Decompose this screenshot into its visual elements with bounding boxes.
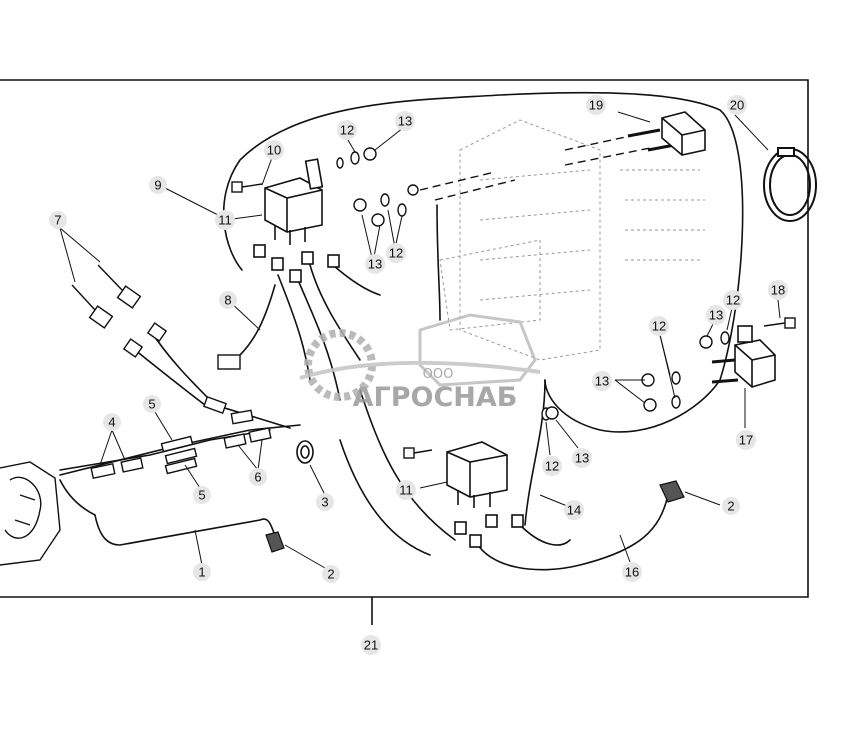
callout-18: 18 bbox=[768, 280, 788, 300]
callout-1: 1 bbox=[193, 563, 211, 581]
svg-text:2: 2 bbox=[327, 567, 334, 582]
svg-text:20: 20 bbox=[730, 98, 744, 113]
company-watermark: ООО АГРОСНАБ bbox=[299, 313, 541, 413]
callout-11: 11 bbox=[215, 210, 235, 230]
callout-7: 7 bbox=[49, 211, 67, 229]
callout-13: 13 bbox=[592, 371, 612, 391]
diagram-frame bbox=[0, 79, 809, 625]
svg-text:18: 18 bbox=[771, 283, 785, 298]
svg-text:1: 1 bbox=[198, 565, 205, 580]
callout-6: 6 bbox=[249, 468, 267, 486]
watermark-prefix: ООО bbox=[423, 367, 454, 382]
relay-lower bbox=[446, 441, 508, 508]
chassis-bracket-drawing bbox=[439, 119, 705, 361]
callout-5: 5 bbox=[193, 486, 211, 504]
svg-text:21: 21 bbox=[364, 638, 378, 653]
svg-text:9: 9 bbox=[154, 178, 161, 193]
svg-text:8: 8 bbox=[224, 293, 231, 308]
watermark-company-name: АГРОСНАБ bbox=[353, 382, 518, 413]
terminal-connectors bbox=[253, 244, 524, 548]
circuit-breaker bbox=[661, 111, 706, 156]
svg-text:5: 5 bbox=[198, 488, 205, 503]
callout-13: 13 bbox=[395, 111, 415, 131]
svg-text:3: 3 bbox=[321, 495, 328, 510]
connectors-2 bbox=[265, 480, 685, 553]
callout-11: 11 bbox=[396, 480, 416, 500]
svg-text:13: 13 bbox=[575, 451, 589, 466]
wiring-loops bbox=[59, 91, 744, 571]
relay-upper bbox=[264, 158, 324, 245]
svg-text:12: 12 bbox=[340, 123, 354, 138]
svg-text:6: 6 bbox=[254, 470, 261, 485]
svg-text:14: 14 bbox=[567, 503, 581, 518]
svg-text:11: 11 bbox=[399, 483, 413, 498]
svg-text:12: 12 bbox=[389, 246, 403, 261]
svg-text:19: 19 bbox=[589, 98, 603, 113]
callout-3: 3 bbox=[316, 493, 334, 511]
svg-text:12: 12 bbox=[545, 459, 559, 474]
svg-text:13: 13 bbox=[368, 257, 382, 272]
dashed-leaders bbox=[419, 134, 651, 201]
nuts-and-washers bbox=[336, 147, 730, 421]
svg-text:16: 16 bbox=[625, 565, 639, 580]
callout-21: 21 bbox=[361, 635, 381, 655]
sensor-leads bbox=[71, 264, 123, 311]
callout-2: 2 bbox=[322, 565, 340, 583]
callout-4: 4 bbox=[103, 413, 121, 431]
callout-20: 20 bbox=[727, 95, 747, 115]
svg-text:12: 12 bbox=[652, 319, 666, 334]
svg-text:12: 12 bbox=[726, 293, 740, 308]
callout-2: 2 bbox=[722, 497, 740, 515]
svg-text:17: 17 bbox=[739, 433, 753, 448]
svg-text:13: 13 bbox=[398, 114, 412, 129]
engine-component bbox=[0, 461, 61, 566]
svg-text:11: 11 bbox=[218, 213, 232, 228]
callout-13: 13 bbox=[706, 305, 726, 325]
callout-14: 14 bbox=[564, 500, 584, 520]
circuit-breaker-17 bbox=[711, 325, 776, 388]
callout-12: 12 bbox=[542, 456, 562, 476]
svg-text:13: 13 bbox=[709, 308, 723, 323]
callout-labels: 1 2 2 3 4 5 5 6 7 8 9 10 11 11 12 12 12 … bbox=[49, 95, 788, 655]
svg-text:13: 13 bbox=[595, 374, 609, 389]
callout-13: 13 bbox=[572, 448, 592, 468]
callout-13: 13 bbox=[365, 254, 385, 274]
grommet bbox=[296, 440, 314, 464]
svg-text:5: 5 bbox=[148, 397, 155, 412]
callout-19: 19 bbox=[586, 95, 606, 115]
callout-10: 10 bbox=[264, 140, 284, 160]
callout-12: 12 bbox=[649, 316, 669, 336]
svg-text:2: 2 bbox=[727, 499, 734, 514]
callout-16: 16 bbox=[622, 562, 642, 582]
inline-connectors bbox=[88, 285, 272, 480]
callout-8: 8 bbox=[219, 291, 237, 309]
svg-text:10: 10 bbox=[267, 143, 281, 158]
callout-12: 12 bbox=[723, 290, 743, 310]
hose-clamp bbox=[763, 147, 817, 222]
callout-12: 12 bbox=[386, 243, 406, 263]
callout-9: 9 bbox=[149, 176, 167, 194]
svg-text:7: 7 bbox=[54, 213, 61, 228]
callout-17: 17 bbox=[736, 430, 756, 450]
svg-text:4: 4 bbox=[108, 415, 115, 430]
callout-12: 12 bbox=[337, 120, 357, 140]
callout-5: 5 bbox=[143, 395, 161, 413]
